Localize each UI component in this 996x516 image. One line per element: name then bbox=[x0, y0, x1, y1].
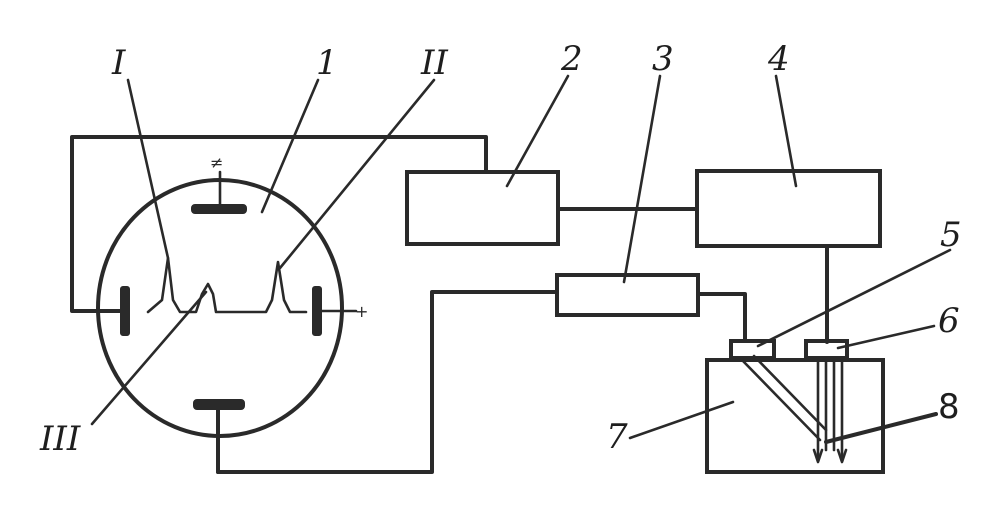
ground-symbol: ≠ bbox=[210, 153, 223, 172]
label-8: 8 bbox=[938, 387, 960, 427]
right-terminal-symbol: + bbox=[355, 302, 368, 321]
label-3: 3 bbox=[652, 39, 674, 79]
leader-I bbox=[126, 78, 170, 260]
label-III: III bbox=[39, 419, 81, 459]
leader-5 bbox=[756, 248, 952, 348]
peak-trace bbox=[146, 256, 308, 314]
vessel-7 bbox=[705, 358, 885, 474]
part-6-cap bbox=[804, 339, 849, 360]
label-5: 5 bbox=[940, 215, 962, 255]
feedback-wire bbox=[70, 135, 488, 313]
label-II: II bbox=[420, 43, 448, 83]
label-6: 6 bbox=[938, 301, 960, 341]
leader-6 bbox=[836, 324, 936, 350]
leader-1 bbox=[260, 78, 320, 214]
diagonal-probe bbox=[740, 354, 828, 442]
leader-7 bbox=[628, 400, 735, 440]
block-2 bbox=[405, 170, 560, 246]
label-7: 7 bbox=[606, 417, 628, 457]
label-1: 1 bbox=[316, 43, 338, 83]
leader-III bbox=[90, 290, 208, 426]
wire-3-5 bbox=[696, 292, 747, 342]
label-2: 2 bbox=[560, 39, 583, 79]
label-4: 4 bbox=[767, 39, 790, 79]
chamber-circle bbox=[96, 178, 344, 438]
top-plate bbox=[191, 204, 247, 214]
leader-II bbox=[278, 78, 436, 270]
label-I: I bbox=[111, 43, 126, 83]
wire-bottom-plate-3 bbox=[216, 290, 559, 474]
vertical-probes bbox=[816, 358, 844, 462]
leader-4 bbox=[774, 74, 798, 188]
block-4 bbox=[695, 169, 882, 248]
leader-2 bbox=[505, 74, 570, 188]
leader-8 bbox=[824, 412, 938, 444]
probe-tips bbox=[812, 448, 848, 464]
part-5-cap bbox=[729, 339, 776, 360]
leader-3 bbox=[622, 74, 662, 284]
block-3 bbox=[555, 273, 700, 317]
